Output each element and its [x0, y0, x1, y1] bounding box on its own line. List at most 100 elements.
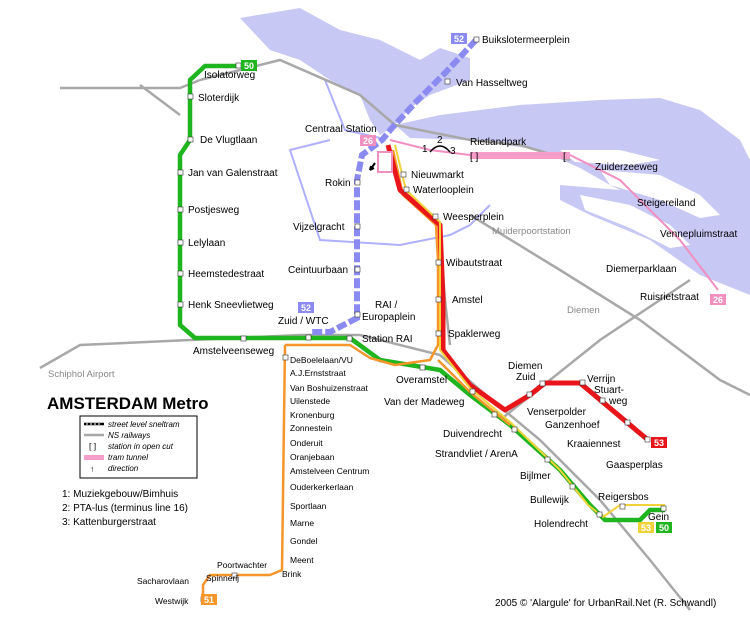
label-meent: Meent [290, 555, 314, 565]
legend-label-street-level: street level sneltram [108, 420, 180, 429]
label-aj-ernststraat: A.J.Ernststraat [290, 368, 346, 378]
note-3: 3: Kattenburgerstraat [62, 517, 156, 528]
label-uilenstede: Uilenstede [290, 396, 330, 406]
tram-tunnel-icon [84, 455, 104, 460]
dot-postjesweg [177, 206, 184, 213]
label-rietlandpark: Rietlandpark [470, 137, 527, 148]
label-zonnestein: Zonnestein [290, 423, 332, 433]
label-venserpolder: Venserpolder [527, 407, 587, 418]
line-51-track-north [285, 149, 440, 367]
label-oranjebaan: Oranjebaan [290, 452, 335, 462]
badge-26-right-label: 26 [713, 295, 723, 305]
open-cut-bracket-zuiderzee: [ [563, 152, 566, 163]
legend-label-open-cut: station in open cut [108, 442, 174, 451]
dot-lelylaan [177, 239, 184, 246]
line-52 [310, 37, 479, 335]
label-gondel: Gondel [290, 536, 318, 546]
label-weesperplein: Weesperplein [443, 212, 504, 223]
label-rai-2: Europaplein [362, 312, 415, 323]
label-station-rai: Station RAI [362, 334, 413, 345]
note-2: 2: PTA-lus (terminus line 16) [62, 503, 188, 514]
label-reigersbos: Reigersbos [598, 492, 649, 503]
dot-waterlooplein [403, 186, 410, 193]
dot-spinnerij [231, 572, 238, 579]
label-rokin: Rokin [325, 178, 351, 189]
label-zuiderzeeweg: Zuiderzeeweg [595, 162, 658, 173]
dot-vlugtlaan [187, 136, 194, 143]
badge-52-mid-bg [298, 302, 314, 313]
dot-overamstel [419, 364, 426, 371]
label-duivendrecht: Duivendrecht [443, 429, 502, 440]
line-50-track [177, 63, 665, 523]
badge-50-top-label: 50 [244, 61, 254, 71]
label-poortwachter: Poortwachter [217, 560, 267, 570]
badge-53-gein-bg [638, 522, 654, 533]
badges: 50 52 26 26 52 53 53 50 [201, 33, 726, 605]
label-sloterdijk: Sloterdijk [198, 93, 240, 104]
badge-26-left-bg [360, 135, 376, 146]
label-onderuit: Onderuit [290, 438, 323, 448]
island-1 [600, 170, 720, 218]
label-nieuwmarkt: Nieuwmarkt [411, 170, 464, 181]
label-diemen-zuid-1: Diemen [508, 361, 542, 372]
rail-west [60, 78, 201, 90]
dot-zuidwtc [305, 334, 312, 341]
label-lelylaan: Lelylaan [188, 238, 225, 249]
label-waterlooplein: Waterlooplein [413, 185, 474, 196]
label-ruisrietstraat: Ruisrietstraat [640, 292, 699, 303]
label-henk-sneevlietweg: Henk Sneevlietweg [188, 300, 274, 311]
label-van-boshuizenstraat: Van Boshuizenstraat [290, 383, 368, 393]
legend-box [79, 415, 198, 479]
badge-51-bg [201, 594, 217, 605]
legend-label-ns-railways: NS railways [108, 431, 150, 440]
badge-52-top: 52 [451, 33, 467, 44]
label-diemen: Diemen [567, 305, 600, 316]
centraal-detail: 1 2 3 [ ] [ [369, 135, 566, 173]
badge-26-right: 26 [710, 294, 726, 305]
junction-number-3: 3 [450, 146, 456, 157]
badge-53-gein-label: 53 [641, 523, 651, 533]
line-50 [177, 63, 665, 523]
direction-arrow-icon [369, 162, 376, 171]
badge-53-gein: 53 [638, 522, 654, 533]
label-muiderpoortstation: Muiderpoortstation [492, 226, 571, 237]
open-cut-station-icon: [ ] [89, 441, 96, 451]
islands [560, 150, 720, 248]
dot-rokin [354, 179, 361, 186]
dot-duivendrecht [491, 411, 498, 418]
label-van-hasseltweg: Van Hasseltweg [456, 78, 528, 89]
badge-50-top: 50 [241, 60, 257, 71]
water-ij-east [395, 98, 750, 280]
label-de-vlugtlaan: De Vlugtlaan [200, 135, 257, 146]
open-cut-box [377, 151, 393, 173]
dot-ceintuurbaan [354, 266, 361, 273]
open-cut-bracket-rietland: [ ] [470, 152, 479, 163]
dot-bullewijk [569, 483, 576, 490]
dot-wibautstraat [435, 259, 442, 266]
label-zuid-wtc: Zuid / WTC [278, 316, 329, 327]
dot-buikslotermeerplein [473, 36, 480, 43]
label-verrijn-1: Verrijn [587, 374, 615, 385]
badge-50-gein: 50 [656, 522, 672, 533]
rail-zaan [139, 84, 181, 116]
dot-deboelelaan [282, 354, 289, 361]
island-2 [580, 195, 690, 248]
label-gaasperplas: Gaasperplas [606, 460, 663, 471]
tram-tunnel [470, 152, 570, 159]
map-title: AMSTERDAM Metro [47, 394, 209, 413]
legend-label-tram-tunnel: tram tunnel [108, 453, 148, 462]
label-verrijn-3: weg [608, 396, 627, 407]
dot-diemenzuid [526, 391, 533, 398]
label-vennepluimstraat: Vennepluimstraat [660, 229, 737, 240]
dot-kraaiennest [624, 419, 631, 426]
label-spinnerij: Spinnerij [206, 573, 239, 583]
label-rai-1: RAI / [375, 300, 397, 311]
credit-line: 2005 © 'Alargule' for UrbanRail.Net (R. … [495, 598, 716, 609]
badge-26-left-label: 26 [363, 136, 373, 146]
rail-south-east [359, 333, 691, 611]
legend-item-ns-railways: NS railways [84, 431, 150, 440]
direction-arrow-legend-icon: ↑ [90, 464, 94, 474]
label-jan-van-galenstraat: Jan van Galenstraat [188, 168, 278, 179]
badge-52-mid: 52 [298, 302, 314, 313]
label-amstelveen-centrum: Amstelveen Centrum [290, 466, 369, 476]
